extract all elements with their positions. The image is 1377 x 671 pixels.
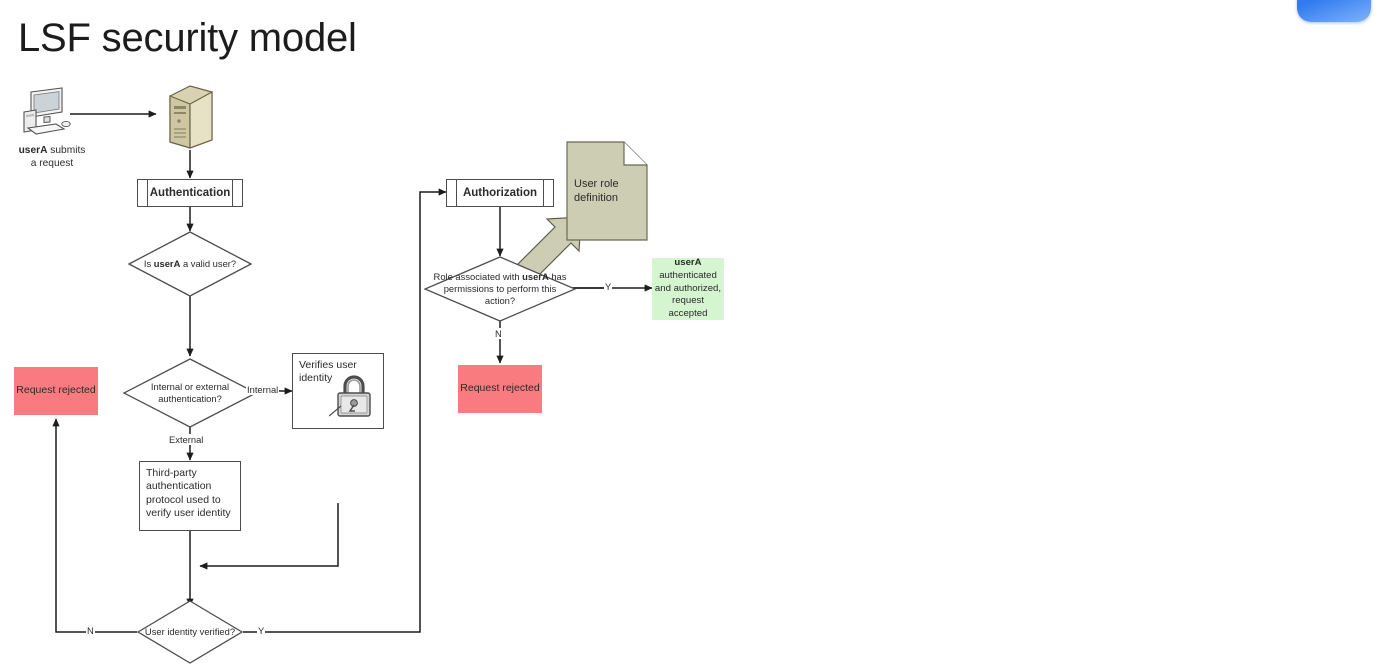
role-permissions-decision-label: Role associated with userA has permissio… [424,256,576,322]
edge-label-external: External [168,434,205,445]
request-rejected-right-label: Request rejected [460,382,540,395]
authorization-label: Authorization [462,187,538,199]
third-party-auth-label: Third-party authentication protocol used… [146,467,231,520]
verifies-identity-label: Verifies user identity [299,359,357,385]
identity-verified-decision-label: User identity verified? [144,626,236,638]
edge-label-internal: Internal [246,384,280,395]
request-rejected-left-label: Request rejected [16,384,96,397]
page-title: LSF security model [18,16,357,60]
caption-user: userA [18,145,48,156]
user-role-definition-document[interactable]: User role definition [566,141,648,241]
edge-label-role-no: N [494,328,503,339]
lock-icon [328,374,377,424]
workstation-caption: userA submits a request [0,144,104,171]
edge-label-identity-yes: Y [257,625,266,636]
role-permissions-decision[interactable]: Role associated with userA has permissio… [424,256,576,322]
authentication-label: Authentication [149,187,231,199]
workstation-icon [14,86,74,142]
request-rejected-left: Request rejected [14,367,98,415]
role-q-pre: Role associated with [433,271,523,283]
role-q-bold: userA [522,271,549,283]
valid-user-post: a valid user? [180,258,237,270]
caption-line2: a request [30,158,74,170]
caption-rest: submits [47,145,86,156]
valid-user-decision[interactable]: Is userA a valid user? [128,231,252,297]
edge-label-role-yes: Y [604,281,613,292]
internal-external-decision-label: Internal or external authentication? [150,381,230,404]
ibm-logo-icon [1297,0,1371,22]
accepted-user: userA [674,257,702,269]
request-rejected-right: Request rejected [458,365,542,413]
accepted-rest: authenticated and authorized, request ac… [654,270,722,319]
user-role-definition-label: User role definition [574,177,619,204]
role-q-post: has permissions to perform this action? [443,271,567,306]
internal-external-decision[interactable]: Internal or external authentication? [123,358,257,428]
flowchart-connectors [52,110,653,633]
valid-user-bold: userA [153,258,181,270]
identity-verified-decision[interactable]: User identity verified? [137,600,243,664]
request-accepted-box: userA authenticated and authorized, requ… [652,257,724,320]
server-icon [156,82,224,152]
edge-label-identity-no: N [86,625,95,636]
authorization-process[interactable]: Authorization [446,179,554,207]
valid-user-decision-label: Is userA a valid user? [128,231,252,297]
lsf-security-flowchart: userA submits a request Authentication [0,78,780,671]
verifies-identity-box[interactable]: Verifies user identity [292,353,384,429]
valid-user-pre: Is [143,258,154,270]
third-party-auth-box[interactable]: Third-party authentication protocol used… [139,461,241,531]
authentication-process[interactable]: Authentication [137,179,243,207]
